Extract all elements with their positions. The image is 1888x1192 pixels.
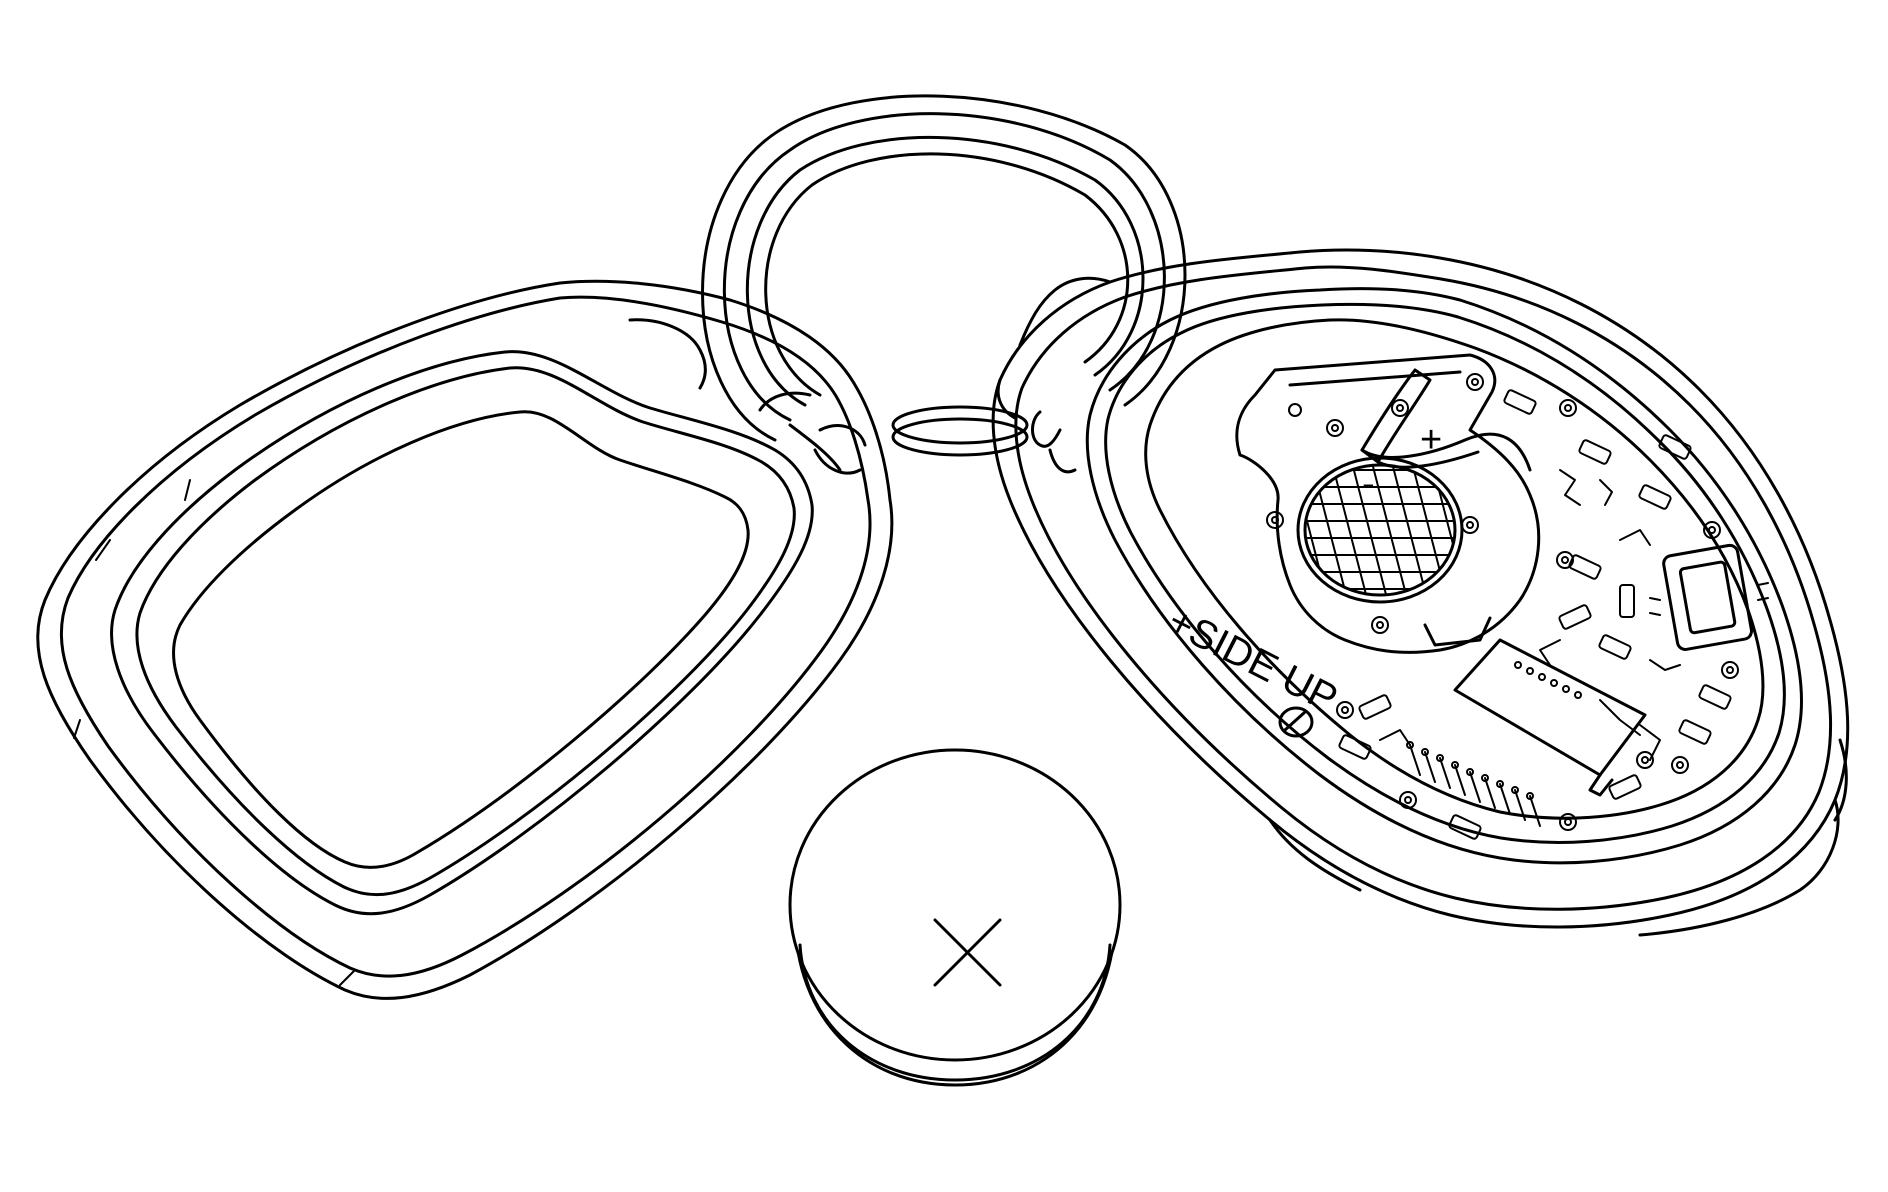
circuit-components	[1278, 373, 1769, 840]
fob-body-right	[991, 248, 1850, 937]
smd-components	[1338, 389, 1732, 840]
battery-plus-mark: +	[0, 0, 1, 1]
battery-contact-mesh	[1296, 456, 1464, 604]
push-switch	[1649, 543, 1769, 651]
side-up-label: +SIDE UP	[1161, 599, 1344, 721]
battery-holder: + -	[1235, 353, 1541, 654]
fob-cover-left	[36, 279, 894, 1000]
coin-battery: +	[0, 0, 1122, 1087]
holder-minus-mark: -	[1362, 463, 1375, 505]
holder-plus-mark: +	[1420, 419, 1442, 461]
microchip	[1453, 638, 1647, 777]
